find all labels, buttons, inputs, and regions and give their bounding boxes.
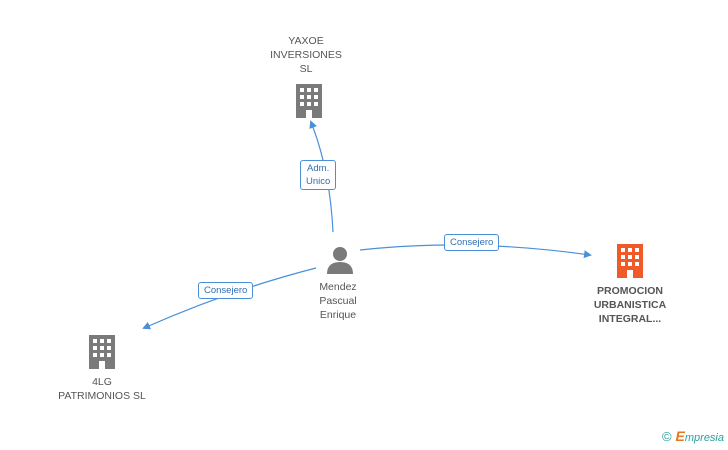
- building-icon[interactable]: [293, 84, 325, 118]
- brand-name: mpresia: [684, 432, 724, 444]
- node-label-patrimonios[interactable]: 4LG PATRIMONIOS SL: [58, 376, 146, 402]
- building-icon[interactable]: [86, 335, 118, 369]
- edge-label-consejero-left: Consejero: [198, 282, 254, 299]
- node-label-person[interactable]: Mendez Pascual Enrique: [319, 281, 357, 321]
- node-label-yaxoe[interactable]: YAXOE INVERSIONES SL: [270, 35, 342, 75]
- copyright-icon: ©: [661, 429, 672, 444]
- node-label-promocion[interactable]: PROMOCION URBANISTICA INTEGRAL...: [593, 285, 667, 325]
- building-icon[interactable]: [614, 244, 646, 278]
- brand-watermark: ©Empresia: [662, 428, 724, 444]
- edge-label-consejero-right: Consejero: [444, 234, 500, 251]
- person-icon[interactable]: [325, 245, 355, 275]
- brand-initial: E: [675, 428, 685, 444]
- edge-label-adm-unico: Adm. Unico: [300, 160, 337, 190]
